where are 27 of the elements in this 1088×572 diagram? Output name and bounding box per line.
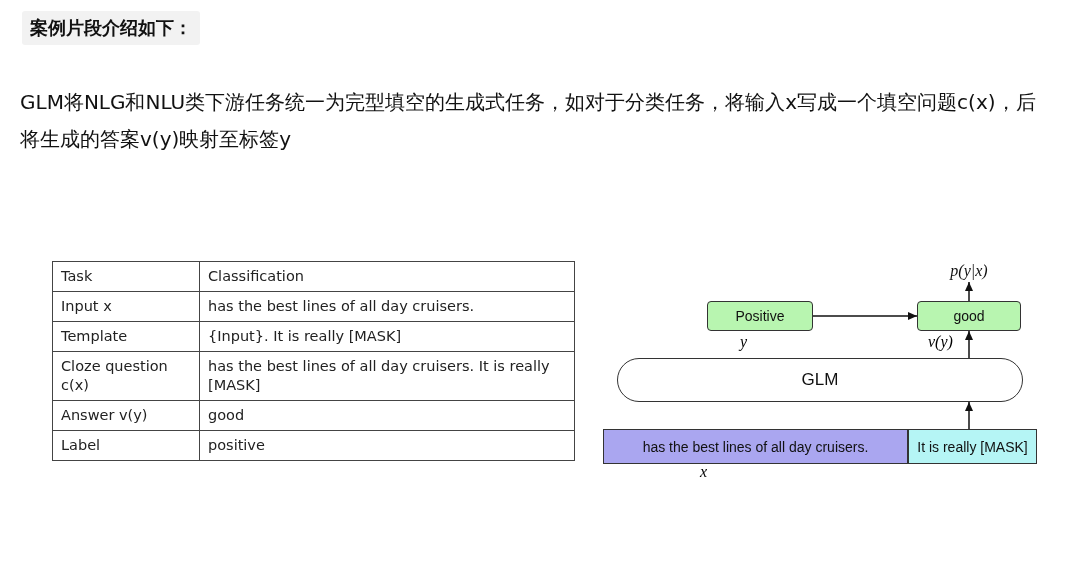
output-box: good bbox=[917, 301, 1021, 331]
math-label: x bbox=[700, 463, 708, 481]
model-block: GLM bbox=[617, 358, 1023, 402]
heading: 案例片段介绍如下： bbox=[22, 11, 200, 45]
table-cell: good bbox=[199, 400, 575, 431]
table-cell: Cloze question c(x) bbox=[52, 351, 200, 401]
table-cell: Template bbox=[52, 321, 200, 352]
table-cell: Classification bbox=[199, 261, 575, 292]
table-cell: {Input}. It is really [MASK] bbox=[199, 321, 575, 352]
template-box: It is really [MASK] bbox=[908, 429, 1037, 464]
arrow bbox=[965, 401, 973, 430]
table-cell: Answer v(y) bbox=[52, 400, 200, 431]
table-cell: has the best lines of all day cruisers. bbox=[199, 291, 575, 322]
math-label: y bbox=[740, 333, 748, 351]
paragraph-text: GLM将NLG和NLU类下游任务统一为完型填空的生成式任务，如对于分类任务，将输入x写成一个填空问题c(x)，后将生成的答案v(y)映射至标签y bbox=[20, 89, 1037, 153]
table-cell: has the best lines of all day cruisers. It is really [MASK] bbox=[199, 351, 575, 401]
table-cell: positive bbox=[199, 430, 575, 461]
table-cell: Input x bbox=[52, 291, 200, 322]
table-cell: Label bbox=[52, 430, 200, 461]
arrow bbox=[965, 330, 973, 359]
math-label: v(y) bbox=[928, 333, 953, 351]
table-cell: Task bbox=[52, 261, 200, 292]
input-box: has the best lines of all day cruisers. bbox=[603, 429, 908, 464]
output-box: Positive bbox=[707, 301, 813, 331]
arrow bbox=[812, 312, 918, 320]
arrow bbox=[965, 281, 973, 302]
math-label: p(y|x) bbox=[937, 260, 1001, 282]
